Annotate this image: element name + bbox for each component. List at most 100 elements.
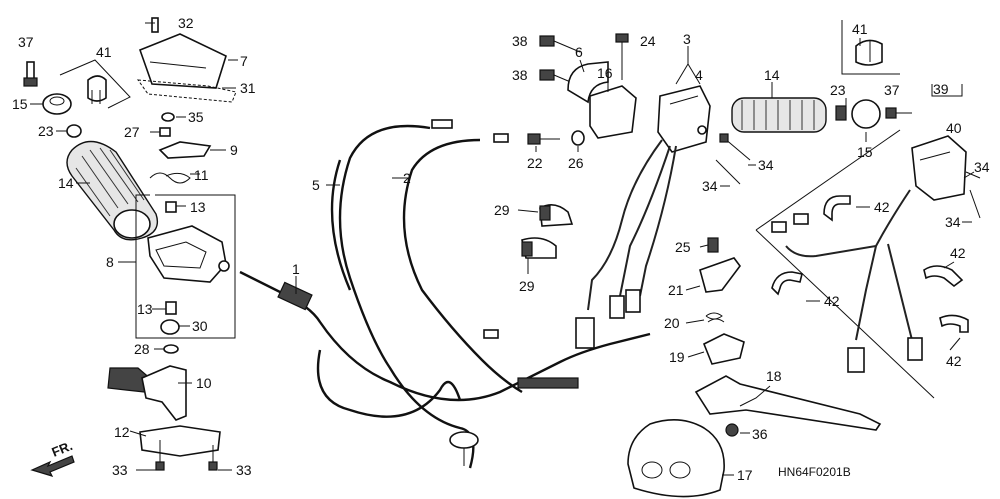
callout-9: 9	[230, 142, 238, 158]
callout-33-left: 33	[112, 462, 128, 478]
callout-18: 18	[766, 368, 782, 384]
throttle-cable-1	[239, 270, 651, 402]
right-switch-group	[755, 84, 981, 399]
callout-19: 19	[669, 349, 685, 365]
cable-group	[239, 119, 651, 469]
switch-group	[527, 20, 912, 349]
callout-14-left: 14	[58, 175, 74, 191]
callout-15-left: 15	[12, 96, 28, 112]
handlebar-switch-3	[657, 85, 711, 153]
bolt-24	[615, 33, 629, 80]
clamp-42-upper-left	[823, 195, 851, 222]
callout-6: 6	[575, 44, 583, 60]
callout-labels: 1 2 3 4 5 6 7 8 9 10 11 12 13 13 14 14 1…	[12, 15, 990, 483]
callout-37-left: 37	[18, 34, 34, 50]
nut-23-left	[66, 124, 82, 138]
clip-29-upper	[539, 204, 574, 227]
callout-14-right: 14	[764, 67, 780, 83]
clamp-42-upper-right	[923, 265, 964, 288]
connector-c	[625, 289, 641, 313]
spring-20	[705, 312, 725, 323]
seal-30	[160, 319, 180, 335]
clamp-42-lower-right	[939, 314, 969, 333]
callout-36: 36	[752, 426, 768, 442]
stop-switch-19	[702, 333, 745, 365]
callout-33-right: 33	[236, 462, 252, 478]
connector-f	[771, 221, 787, 233]
throttle-housing-8	[147, 201, 230, 283]
insert-41-right	[855, 39, 883, 66]
callout-28: 28	[134, 341, 150, 357]
throttle-arm-9	[158, 141, 212, 159]
bolt-37-right	[885, 107, 912, 119]
callout-24: 24	[640, 33, 656, 49]
callout-35: 35	[188, 109, 204, 125]
connector-d	[847, 347, 865, 373]
callout-23-right: 23	[830, 82, 846, 98]
callout-42-upper-left: 42	[874, 199, 890, 215]
callout-20: 20	[664, 315, 680, 331]
grip-14-right	[731, 97, 827, 133]
callout-12: 12	[114, 424, 130, 440]
lever-group	[521, 204, 882, 498]
washer-28	[163, 344, 179, 354]
grip-end-15-right	[851, 99, 881, 129]
callout-38-lower: 38	[512, 67, 528, 83]
callout-22: 22	[527, 155, 543, 171]
cable-2	[402, 138, 523, 394]
callout-5: 5	[312, 177, 320, 193]
thumb-lever-10	[107, 365, 187, 421]
callout-25: 25	[675, 239, 691, 255]
switch-harness	[587, 139, 677, 311]
bolt-38-upper	[539, 35, 581, 53]
callout-4: 4	[695, 67, 703, 83]
callout-16: 16	[597, 65, 613, 81]
callout-7: 7	[240, 53, 248, 69]
grip-14-left	[66, 140, 159, 241]
callout-34-switch-lower: 34	[702, 178, 718, 194]
callout-34-switch-upper: 34	[758, 157, 774, 173]
cable-joint	[449, 431, 479, 466]
front-direction-label: FR.	[50, 438, 75, 460]
throttle-housing-group	[23, 17, 237, 477]
callout-13-lower: 13	[137, 301, 153, 317]
leader-lines	[30, 22, 975, 476]
brake-lever-18	[694, 375, 882, 431]
bolt-22	[527, 133, 560, 145]
callout-1: 1	[292, 261, 300, 277]
callout-11: 11	[194, 167, 209, 183]
spring-11	[149, 172, 191, 184]
callout-42-upper-right: 42	[950, 245, 966, 261]
callout-23-left: 23	[38, 123, 54, 139]
clip-29-lower	[521, 237, 557, 259]
callout-34-right-lower: 34	[945, 214, 961, 230]
callout-26: 26	[568, 155, 584, 171]
callout-29-lower: 29	[519, 278, 535, 294]
collar-26	[571, 130, 585, 146]
callout-40: 40	[946, 120, 962, 136]
callout-2: 2	[403, 170, 411, 186]
right-harness	[785, 189, 913, 341]
callout-39: 39	[933, 81, 949, 97]
switch-assembly-39	[911, 135, 967, 201]
callout-10: 10	[196, 375, 212, 391]
switch-bracket-6	[567, 61, 609, 104]
switch-housing-16	[589, 85, 637, 139]
insert-41-left	[87, 75, 107, 104]
cable-5	[316, 124, 475, 469]
diagram-code: HN64F0201B	[778, 465, 851, 479]
callout-27: 27	[124, 124, 140, 140]
screw-13-lower	[165, 301, 177, 315]
clamp-42-lower-left	[771, 271, 803, 296]
callout-41-left: 41	[96, 44, 112, 60]
screw-25	[707, 237, 719, 253]
callout-8: 8	[106, 254, 114, 270]
callout-41-right: 41	[852, 21, 868, 37]
callout-34-right-upper: 34	[974, 159, 990, 175]
callout-29-upper: 29	[494, 202, 510, 218]
callout-30: 30	[192, 318, 208, 334]
callout-21: 21	[668, 282, 684, 298]
lever-cover-17	[627, 419, 725, 498]
callout-42-lower-right: 42	[946, 353, 962, 369]
